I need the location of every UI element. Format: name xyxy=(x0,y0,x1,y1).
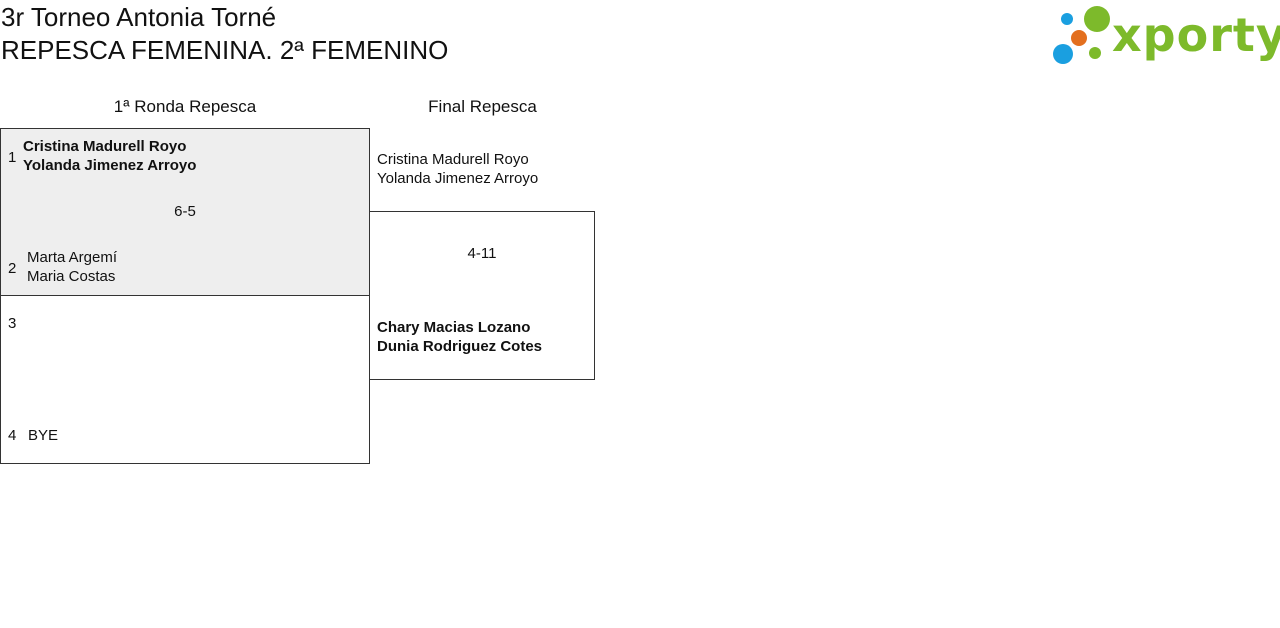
player-name: Dunia Rodriguez Cotes xyxy=(377,338,543,355)
seed-number: 4 xyxy=(8,427,17,444)
seed-number: 1 xyxy=(8,149,17,166)
player-name: BYE xyxy=(28,427,59,444)
player-name: Yolanda Jimenez Arroyo xyxy=(23,157,197,174)
tournament-title: 3r Torneo Antonia Torné xyxy=(1,2,277,32)
logo-dots-icon xyxy=(1053,6,1110,64)
player-name: Maria Costas xyxy=(27,268,116,285)
match-1-box[interactable] xyxy=(0,128,370,296)
player-name: Yolanda Jimenez Arroyo xyxy=(377,170,539,187)
seed-number: 3 xyxy=(8,315,17,332)
seed-number: 2 xyxy=(8,260,17,277)
player-name: Chary Macias Lozano xyxy=(377,319,531,336)
round-title-first: 1ª Ronda Repesca xyxy=(113,97,257,116)
player-name: Marta Argemí xyxy=(27,249,118,266)
player-name: Cristina Madurell Royo xyxy=(377,151,529,168)
round-title-final: Final Repesca xyxy=(428,97,537,116)
player-name: Cristina Madurell Royo xyxy=(23,138,187,155)
draw-subtitle: REPESCA FEMENINA. 2ª FEMENINO xyxy=(1,35,449,65)
logo-wordmark: xporty xyxy=(1112,8,1280,62)
final-match-box[interactable] xyxy=(369,211,595,380)
match-score: 6-5 xyxy=(174,203,196,220)
match-score: 4-11 xyxy=(467,245,497,262)
xporty-logo[interactable]: xporty xyxy=(1050,2,1280,68)
